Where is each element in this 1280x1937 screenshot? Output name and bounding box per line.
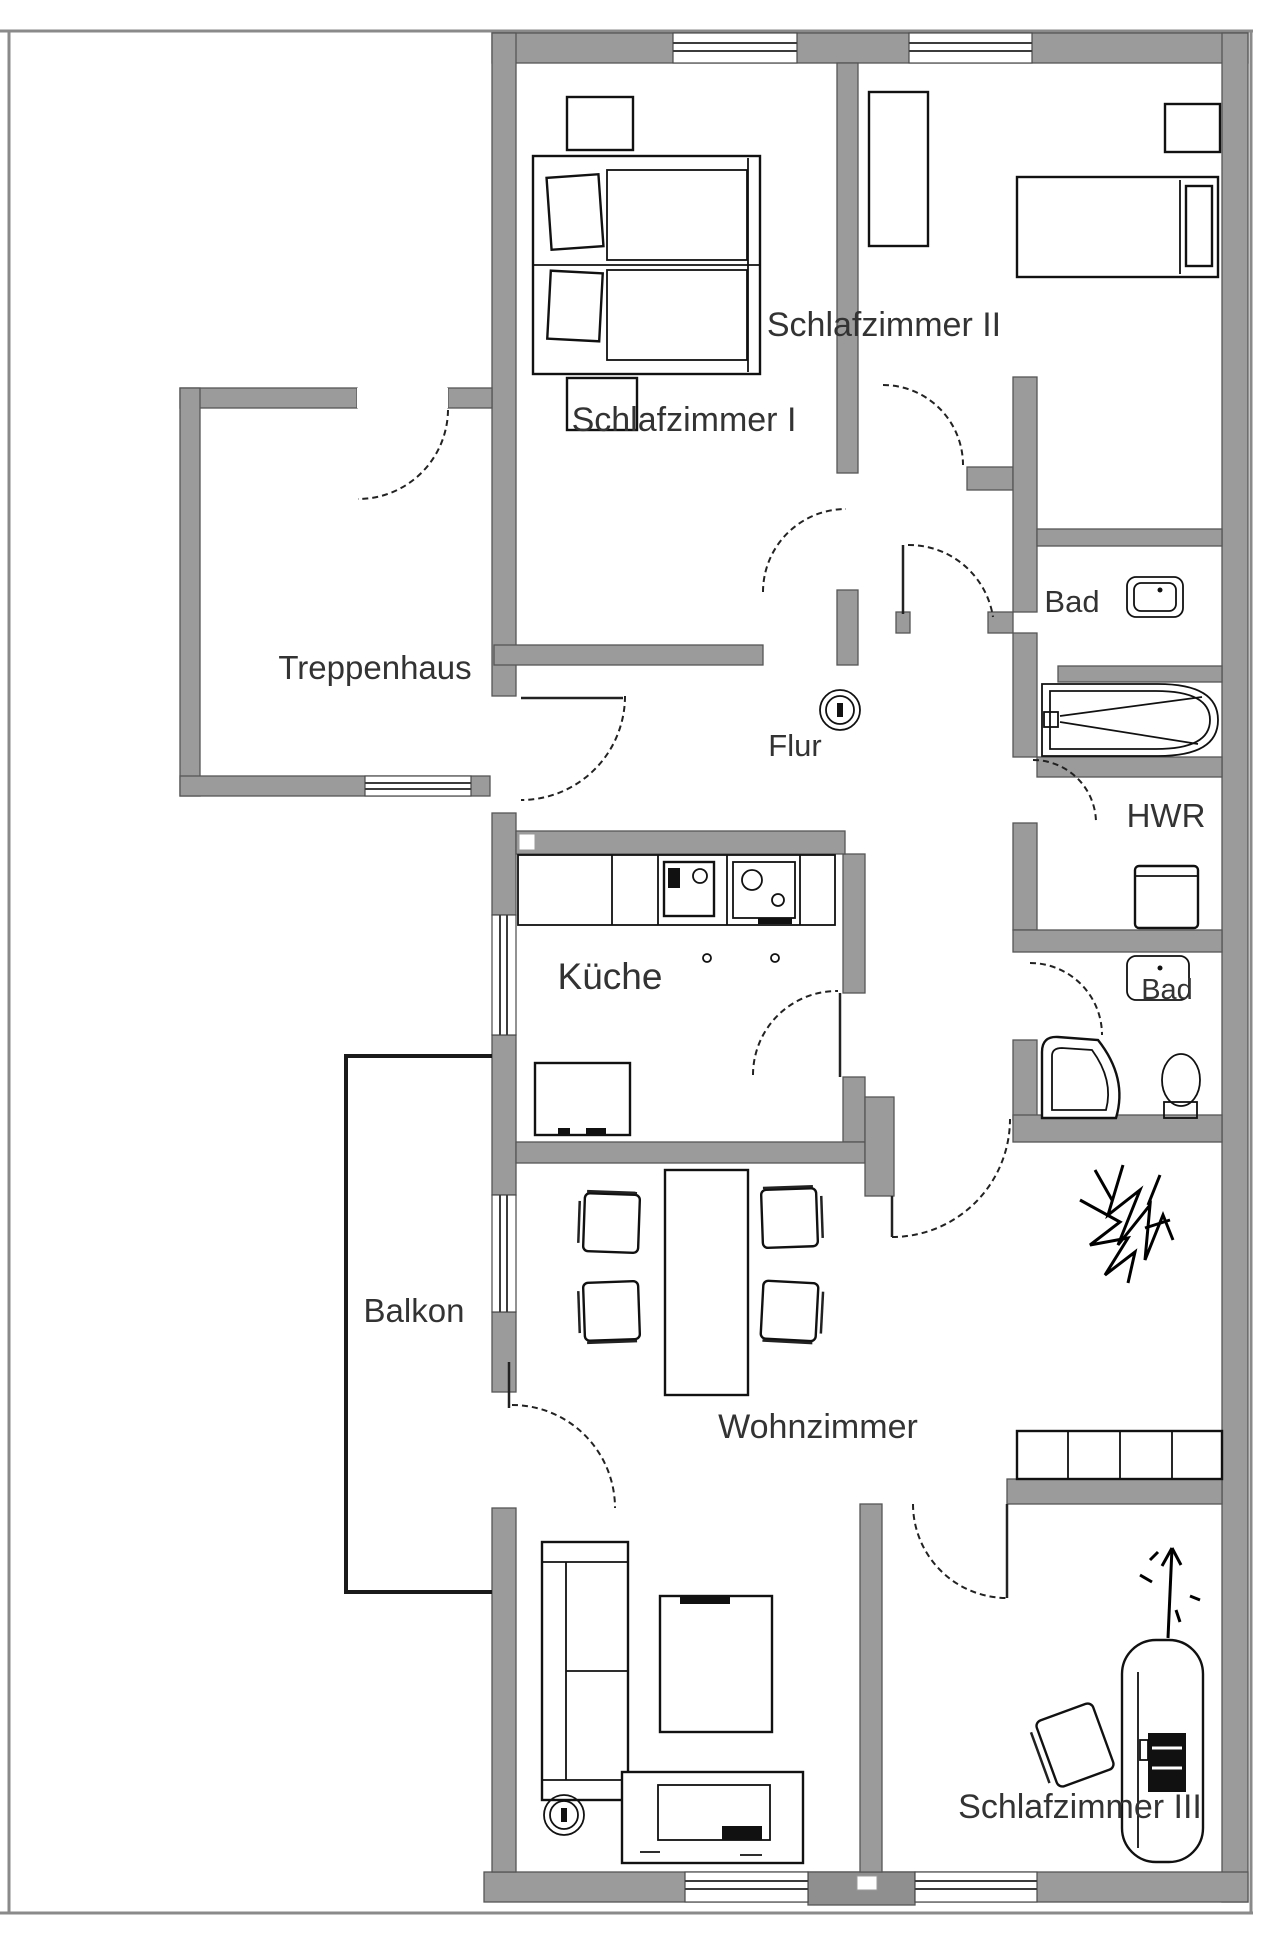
doors	[357, 384, 1103, 1599]
chair-icon	[759, 1184, 824, 1250]
washing-machine-icon	[1133, 864, 1200, 930]
washbasin-icon	[1126, 576, 1184, 618]
nightstand-icon	[565, 376, 639, 432]
door-schlafzimmer-3	[912, 1503, 1009, 1599]
ceiling-lamp-icon	[819, 689, 861, 731]
label-wohnzimmer: Wohnzimmer	[718, 1408, 918, 1446]
door-schlafzimmer-2	[882, 384, 964, 466]
dining-table-icon	[663, 1168, 750, 1397]
shelf-icon	[1163, 102, 1222, 154]
room-labels: Schlafzimmer I Schlafzimmer II Bad HWR B…	[278, 306, 1205, 1826]
shower-icon	[1040, 1035, 1121, 1120]
furniture-schlafzimmer-2	[867, 90, 1222, 279]
door-apartment-entry	[520, 695, 626, 801]
sideboard-icon	[1015, 1429, 1224, 1481]
chair-icon	[577, 1280, 642, 1345]
stove-icon	[732, 861, 796, 924]
door-balkon	[507, 1362, 616, 1509]
window-schlafzimmer-1	[672, 32, 798, 64]
wardrobe-icon	[867, 90, 930, 248]
label-bad-1: Bad	[1044, 584, 1099, 619]
label-kueche: Küche	[558, 956, 663, 997]
furniture-schlafzimmer-3	[1029, 1547, 1205, 1864]
single-bed-icon	[1015, 175, 1220, 279]
window-schlafzimmer-3	[914, 1871, 1038, 1903]
window-schlafzimmer-2	[908, 32, 1033, 64]
window-treppenhaus	[364, 775, 472, 797]
chair-icon	[577, 1189, 642, 1254]
toilet-icon	[1161, 1053, 1201, 1119]
furniture-hwr	[1133, 864, 1200, 930]
knob-icon	[770, 953, 780, 963]
label-schlafzimmer-1: Schlafzimmer I	[572, 401, 797, 439]
furniture-wohnzimmer	[540, 1164, 1224, 1865]
furniture-bad-1	[1041, 576, 1219, 757]
door-wohnzimmer	[890, 1118, 1011, 1238]
sketch-marks	[1139, 1547, 1201, 1639]
kitchen-table-icon	[533, 1061, 632, 1137]
bathtub-icon	[1041, 683, 1219, 757]
nightstand-icon	[565, 95, 635, 152]
door-treppenhaus	[357, 388, 449, 500]
desk-icon	[1139, 1733, 1186, 1792]
door-schlafzimmer-1	[762, 508, 847, 593]
windows	[364, 32, 1038, 1903]
double-bed-icon	[531, 154, 762, 376]
label-schlafzimmer-3: Schlafzimmer III	[958, 1788, 1202, 1826]
door-bad-1	[901, 543, 994, 618]
kitchen-counter-icon	[517, 854, 836, 926]
label-hwr: HWR	[1127, 797, 1206, 834]
label-bad-2: Bad	[1141, 974, 1193, 1006]
door-kueche	[752, 989, 842, 1077]
sofa-icon	[540, 1540, 630, 1802]
door-bad-2	[1029, 962, 1103, 1036]
window-wohnzimmer-bottom	[684, 1871, 809, 1903]
ceiling-lamp-icon	[543, 1794, 585, 1836]
coffee-table-icon	[658, 1594, 774, 1734]
window-kueche	[491, 914, 517, 1036]
window-wohnzimmer-left	[491, 1194, 517, 1313]
desk-chair-icon	[1029, 1702, 1115, 1788]
plant-icon	[1079, 1164, 1175, 1284]
furniture-schlafzimmer-1	[531, 95, 762, 432]
treppenhaus-walls	[179, 387, 493, 797]
balkon-outline	[344, 1054, 492, 1594]
furniture-kueche	[517, 854, 836, 1137]
sink-unit-icon	[662, 860, 716, 918]
tv-board-icon	[620, 1770, 805, 1865]
door-hwr	[1032, 759, 1097, 824]
chair-icon	[759, 1279, 825, 1345]
washbasin-icon	[1126, 955, 1190, 1001]
furniture-bad-2	[1040, 955, 1201, 1120]
knob-icon	[702, 953, 712, 963]
label-schlafzimmer-2: Schlafzimmer II	[767, 306, 1001, 344]
label-flur: Flur	[768, 728, 821, 763]
plot-border-lines	[0, 29, 1253, 1915]
label-treppenhaus: Treppenhaus	[278, 649, 471, 686]
label-balkon: Balkon	[364, 1292, 465, 1329]
coffee-table-edge	[680, 1596, 730, 1604]
interior-walls	[493, 62, 1223, 1891]
